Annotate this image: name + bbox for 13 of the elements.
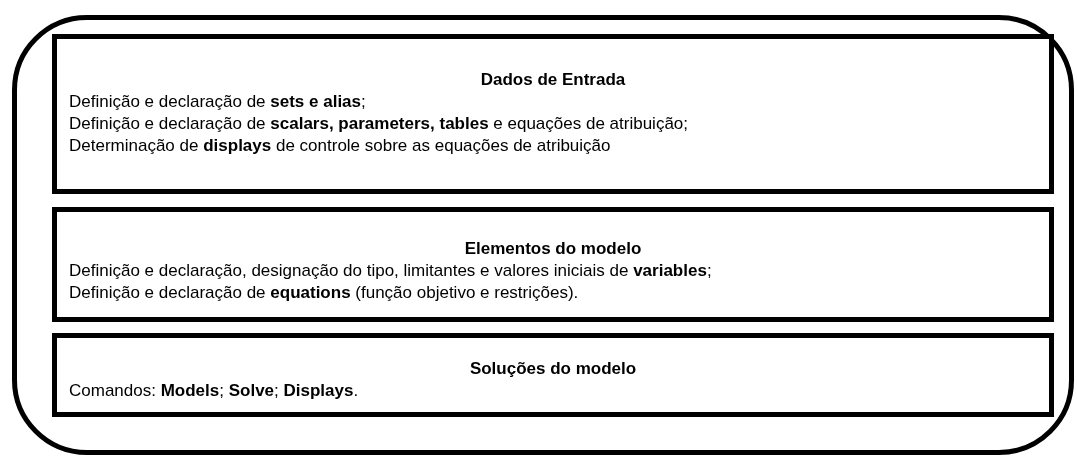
description-text: Comandos: Models; Solve; Displays. [69,380,360,402]
section-heading: Elementos do modelo [463,238,643,260]
description-text: Determinação de displays de controle sobre as equações de atribuição [69,135,612,157]
description-text: Definição e declaração de scalars, parameters, tables e equações de atribuição; [69,113,690,135]
section-heading: Dados de Entrada [479,69,627,91]
section-box [52,34,1054,194]
section-box [52,207,1054,322]
section-heading: Soluções do modelo [468,358,638,380]
container-box [12,15,1074,455]
description-text: Definição e declaração de equations (função objetivo e restrições). [69,282,580,304]
section-box [52,333,1054,417]
description-text: Definição e declaração de sets e alias; [69,91,367,113]
description-text: Definição e declaração, designação do tipo, limitantes e valores iniciais de variables; [69,260,713,282]
